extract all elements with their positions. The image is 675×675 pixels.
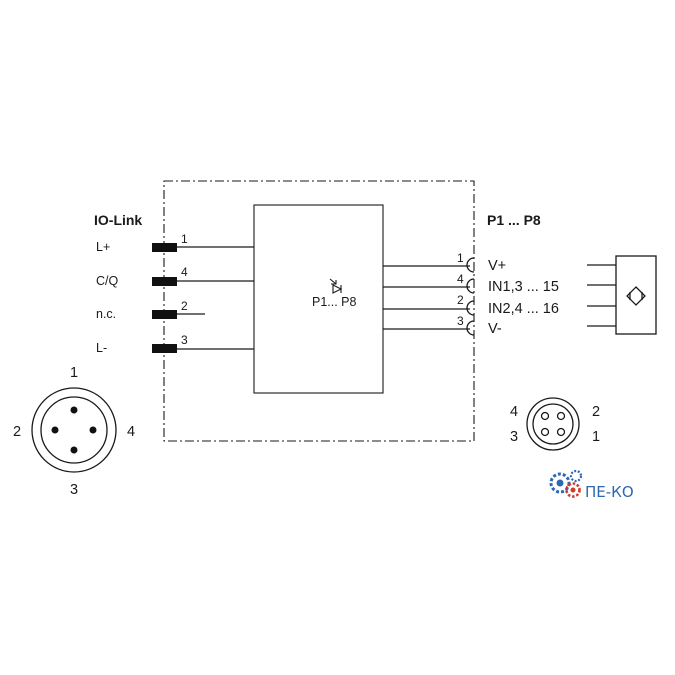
pin-number: 2	[181, 299, 188, 313]
pin-number: 3	[457, 314, 464, 328]
face-pin-label: 3	[70, 482, 78, 498]
socket-contact	[466, 300, 475, 316]
face-pin-label: 2	[592, 404, 600, 420]
signal-label: n.c.	[96, 307, 116, 321]
pin-dot	[70, 406, 78, 414]
face-pin-label: 3	[510, 429, 518, 445]
pin-number: 1	[457, 251, 464, 265]
signal-label: IN2,4 ... 16	[488, 301, 559, 317]
module-block	[253, 204, 384, 394]
face-pin-label: 1	[70, 365, 78, 381]
left-row-nc: n.c. 2	[96, 299, 205, 321]
signal-label: C/Q	[96, 274, 119, 288]
contact-bar	[152, 277, 177, 286]
right-row-vplus: 1 V+	[383, 251, 506, 274]
signal-label: L+	[96, 240, 110, 254]
face-pin-label: 1	[592, 429, 600, 445]
left-row-lminus: L- 3	[96, 333, 254, 355]
logo-text: ПЕ-КО	[585, 483, 634, 501]
right-row-in2: 2 IN2,4 ... 16	[383, 293, 559, 317]
signal-label: V+	[488, 258, 506, 274]
gears-logo-icon	[549, 469, 583, 498]
left-row-cq: C/Q 4	[96, 265, 254, 288]
module-label: P1... P8	[312, 295, 357, 309]
contact-bar	[152, 344, 177, 353]
socket-contact	[466, 320, 475, 336]
io-link-title: IO-Link	[94, 212, 142, 228]
pin-dot	[51, 426, 59, 434]
pin-dot	[89, 426, 97, 434]
face-pin-label: 4	[127, 424, 135, 440]
socket-contact	[466, 278, 475, 294]
proximity-sensor-icon	[587, 255, 657, 335]
contact-bar	[152, 243, 177, 252]
left-row-lplus: L+ 1	[96, 232, 254, 254]
pin-number: 4	[457, 272, 464, 286]
signal-label: IN1,3 ... 15	[488, 279, 559, 295]
output-symbol-icon	[329, 278, 343, 294]
contact-bar	[152, 310, 177, 319]
outputs-title: P1 ... P8	[487, 212, 541, 228]
right-row-in1: 4 IN1,3 ... 15	[383, 272, 559, 295]
face-pin-label: 4	[510, 404, 518, 420]
pin-number: 3	[181, 333, 188, 347]
right-connector-face: 4 2 3 1	[510, 397, 600, 451]
right-row-vminus: 3 V-	[383, 314, 502, 337]
signal-label: L-	[96, 341, 107, 355]
pin-number: 1	[181, 232, 188, 246]
face-pin-label: 2	[13, 424, 21, 440]
housing-outline	[163, 180, 475, 442]
left-connector-face: 1 2 4 3	[13, 365, 135, 498]
pin-number: 4	[181, 265, 188, 279]
pin-dot	[70, 446, 78, 454]
socket-contact	[466, 257, 475, 273]
signal-label: V-	[488, 321, 502, 337]
pin-number: 2	[457, 293, 464, 307]
